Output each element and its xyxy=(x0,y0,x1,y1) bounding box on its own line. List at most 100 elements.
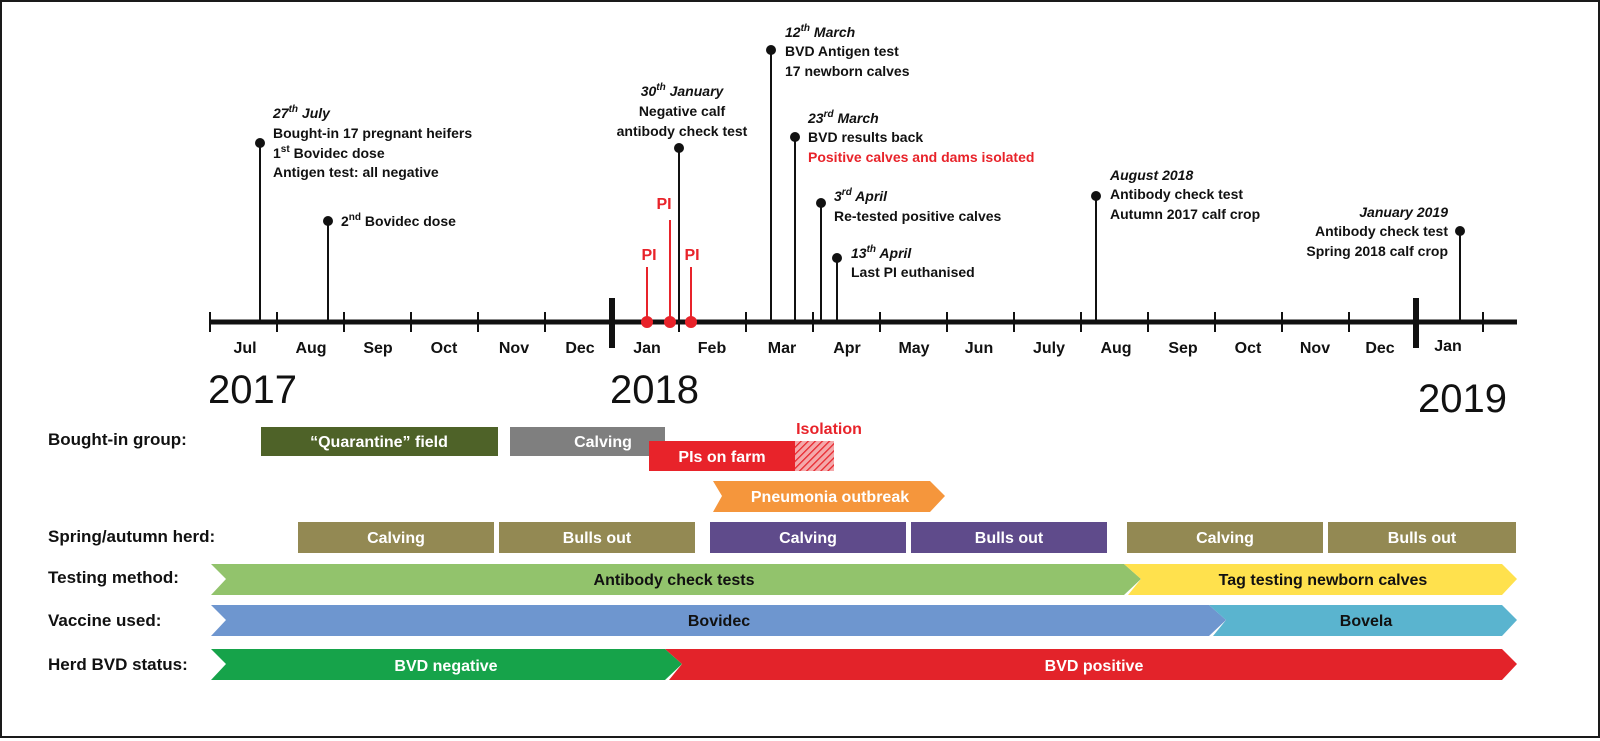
svg-text:August 2018: August 2018 xyxy=(1109,167,1193,183)
arrow-bvd-negative: BVD negative xyxy=(211,649,682,680)
svg-text:BVD negative: BVD negative xyxy=(394,658,497,675)
row-label-testing: Testing method: xyxy=(48,568,179,587)
row-label-vaccine: Vaccine used: xyxy=(48,611,161,630)
svg-text:Pneumonia outbreak: Pneumonia outbreak xyxy=(751,489,909,506)
event-13-april: 13th April Last PI euthanised xyxy=(851,244,975,280)
bar-herd-bulls-out: Bulls out xyxy=(911,522,1107,553)
arrow-bovela: Bovela xyxy=(1209,605,1517,636)
svg-text:Calving: Calving xyxy=(367,530,425,547)
svg-text:Bulls out: Bulls out xyxy=(563,530,632,547)
isolation-label: Isolation xyxy=(796,421,862,438)
month-label: July xyxy=(1033,340,1065,357)
bar-pneumonia-outbreak: Pneumonia outbreak xyxy=(713,481,945,512)
pi-label: PI xyxy=(684,247,699,264)
month-label: Sep xyxy=(363,340,393,357)
svg-text:23rd March: 23rd March xyxy=(807,109,879,126)
svg-text:Antibody check test: Antibody check test xyxy=(1315,223,1448,239)
bar-herd-calving: Calving xyxy=(298,522,494,553)
month-label: Nov xyxy=(1300,340,1330,357)
month-label: Dec xyxy=(565,340,594,357)
event-23-march: 23rd March BVD results back Positive cal… xyxy=(807,109,1034,165)
month-label: Aug xyxy=(1100,340,1131,357)
month-label: Sep xyxy=(1168,340,1198,357)
svg-text:Calving: Calving xyxy=(1196,530,1254,547)
svg-text:Bought-in 17 pregnant heifers: Bought-in 17 pregnant heifers xyxy=(273,125,472,141)
svg-text:12th March: 12th March xyxy=(785,23,855,40)
month-label: Jul xyxy=(233,340,256,357)
svg-text:Calving: Calving xyxy=(779,530,837,547)
month-ticks xyxy=(209,312,1484,332)
event-august-2018: August 2018 Antibody check test Autumn 2… xyxy=(1109,167,1260,222)
year-2017: 2017 xyxy=(208,368,297,412)
month-label: Feb xyxy=(698,340,727,357)
month-label: Apr xyxy=(833,340,861,357)
svg-text:2nd Bovidec dose: 2nd Bovidec dose xyxy=(341,212,456,229)
bar-pis-on-farm: PIs on farm xyxy=(649,441,834,471)
svg-text:antibody check test: antibody check test xyxy=(617,123,748,139)
month-label: Oct xyxy=(1235,340,1262,357)
svg-text:Re-tested positive calves: Re-tested positive calves xyxy=(834,208,1002,224)
svg-text:Bulls out: Bulls out xyxy=(975,530,1044,547)
svg-text:Bulls out: Bulls out xyxy=(1388,530,1457,547)
event-12-march: 12th March BVD Antigen test 17 newborn c… xyxy=(785,23,910,79)
svg-text:Antibody check test: Antibody check test xyxy=(1110,186,1243,202)
month-label: Aug xyxy=(295,340,326,357)
month-label: Dec xyxy=(1365,340,1394,357)
svg-text:27th July: 27th July xyxy=(272,104,331,121)
year-2018: 2018 xyxy=(610,368,699,412)
svg-text:BVD positive: BVD positive xyxy=(1045,658,1144,675)
year-divider-2018 xyxy=(609,298,615,348)
pi-markers: PI PI PI xyxy=(641,196,700,328)
svg-text:17 newborn calves: 17 newborn calves xyxy=(785,63,910,79)
month-label: May xyxy=(898,340,929,357)
row-label-status: Herd BVD status: xyxy=(48,655,188,674)
svg-text:“Quarantine” field: “Quarantine” field xyxy=(310,434,448,451)
pi-label: PI xyxy=(641,247,656,264)
svg-text:1st Bovidec dose: 1st Bovidec dose xyxy=(273,144,385,161)
svg-text:BVD results back: BVD results back xyxy=(808,129,923,145)
event-markers xyxy=(255,45,1465,263)
svg-text:Negative calf: Negative calf xyxy=(639,103,726,119)
month-label: Jan xyxy=(1434,338,1462,355)
event-30-january: 30th January Negative calf antibody chec… xyxy=(617,82,748,139)
svg-text:Positive calves and dams isola: Positive calves and dams isolated xyxy=(808,149,1034,165)
row-label-herd: Spring/autumn herd: xyxy=(48,527,215,546)
month-labels: Jul Aug Sep Oct Nov Dec Jan Feb Mar Apr … xyxy=(233,338,1461,357)
bar-bought-in-calving: Calving xyxy=(510,427,665,456)
month-label: Jan xyxy=(633,340,661,357)
svg-text:PIs on farm: PIs on farm xyxy=(678,449,765,466)
month-label: Jun xyxy=(965,340,993,357)
svg-text:Antigen test: all negative: Antigen test: all negative xyxy=(273,164,439,180)
svg-text:Autumn 2017 calf crop: Autumn 2017 calf crop xyxy=(1110,206,1260,222)
svg-text:BVD Antigen test: BVD Antigen test xyxy=(785,43,899,59)
bar-herd-bulls-out: Bulls out xyxy=(499,522,695,553)
arrow-tag-testing: Tag testing newborn calves xyxy=(1124,564,1517,595)
svg-text:Spring 2018 calf crop: Spring 2018 calf crop xyxy=(1306,243,1448,259)
year-divider-2019 xyxy=(1413,298,1419,348)
event-january-2019: January 2019 Antibody check test Spring … xyxy=(1306,204,1448,259)
bar-herd-calving: Calving xyxy=(1127,522,1323,553)
svg-text:Tag testing newborn calves: Tag testing newborn calves xyxy=(1219,572,1428,589)
svg-text:3rd April: 3rd April xyxy=(834,187,888,204)
svg-text:Calving: Calving xyxy=(574,434,632,451)
svg-text:Bovidec: Bovidec xyxy=(688,613,750,630)
year-2019: 2019 xyxy=(1418,377,1507,421)
svg-text:30th January: 30th January xyxy=(641,82,725,99)
row-label-bought-in: Bought-in group: xyxy=(48,430,187,449)
arrow-bovidec: Bovidec xyxy=(211,605,1226,636)
svg-text:Bovela: Bovela xyxy=(1340,613,1393,630)
arrow-bvd-positive: BVD positive xyxy=(665,649,1517,680)
bar-herd-bulls-out: Bulls out xyxy=(1328,522,1516,553)
month-label: Oct xyxy=(431,340,458,357)
svg-text:13th April: 13th April xyxy=(851,244,912,261)
bar-herd-calving: Calving xyxy=(710,522,906,553)
svg-text:Last PI euthanised: Last PI euthanised xyxy=(851,264,975,280)
event-second-bovidec-dose: 2nd Bovidec dose xyxy=(341,212,456,229)
month-label: Nov xyxy=(499,340,529,357)
event-stems xyxy=(259,50,1461,322)
event-27-july: 27th July Bought-in 17 pregnant heifers … xyxy=(272,104,472,180)
event-3-april: 3rd April Re-tested positive calves xyxy=(834,187,1002,224)
arrow-antibody-check-tests: Antibody check tests xyxy=(211,564,1141,595)
